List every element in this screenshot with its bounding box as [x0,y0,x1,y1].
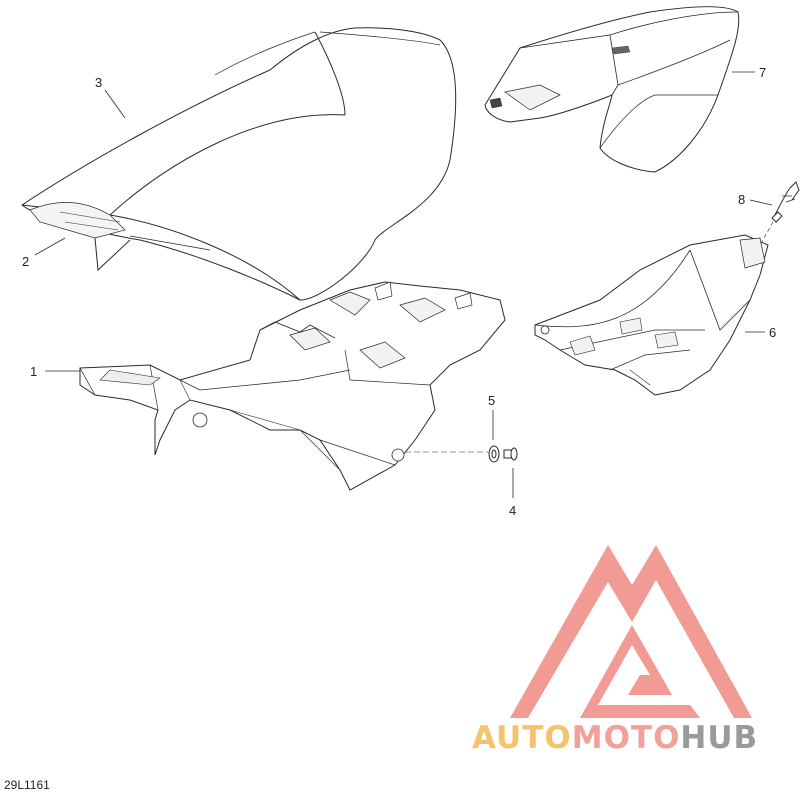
callout-1: 1 [30,364,37,379]
watermark-auto: AUTO [472,720,572,756]
part-3-seat [21,27,457,301]
callout-7: 7 [759,65,766,80]
part-6-bracket [534,234,769,396]
leader-line-3 [104,89,126,119]
callout-5: 5 [488,393,495,408]
part-8-latch-hook [771,181,800,223]
callout-8: 8 [738,192,745,207]
callout-6: 6 [769,325,776,340]
callout-2: 2 [22,254,29,269]
watermark-hub: HUB [680,720,758,756]
leader-line-8 [749,199,773,206]
part-4-screw [503,447,518,461]
watermark-moto: MOTO [572,720,681,756]
part-1-seat-base [79,281,506,491]
part-7-rear-cover [484,6,740,173]
part-5-washer [488,445,500,463]
leader-lines [34,71,773,498]
leader-line-2 [34,237,66,256]
watermark-text: AUTOMOTOHUB [472,720,758,756]
part-8-centerline [759,221,774,246]
callout-3: 3 [95,75,102,90]
callout-4: 4 [509,503,516,518]
automotohub-watermark: AUTOMOTOHUB [472,545,758,756]
automotohub-logo-icon [510,545,752,718]
drawing-reference-code: 29L1161 [4,778,50,792]
